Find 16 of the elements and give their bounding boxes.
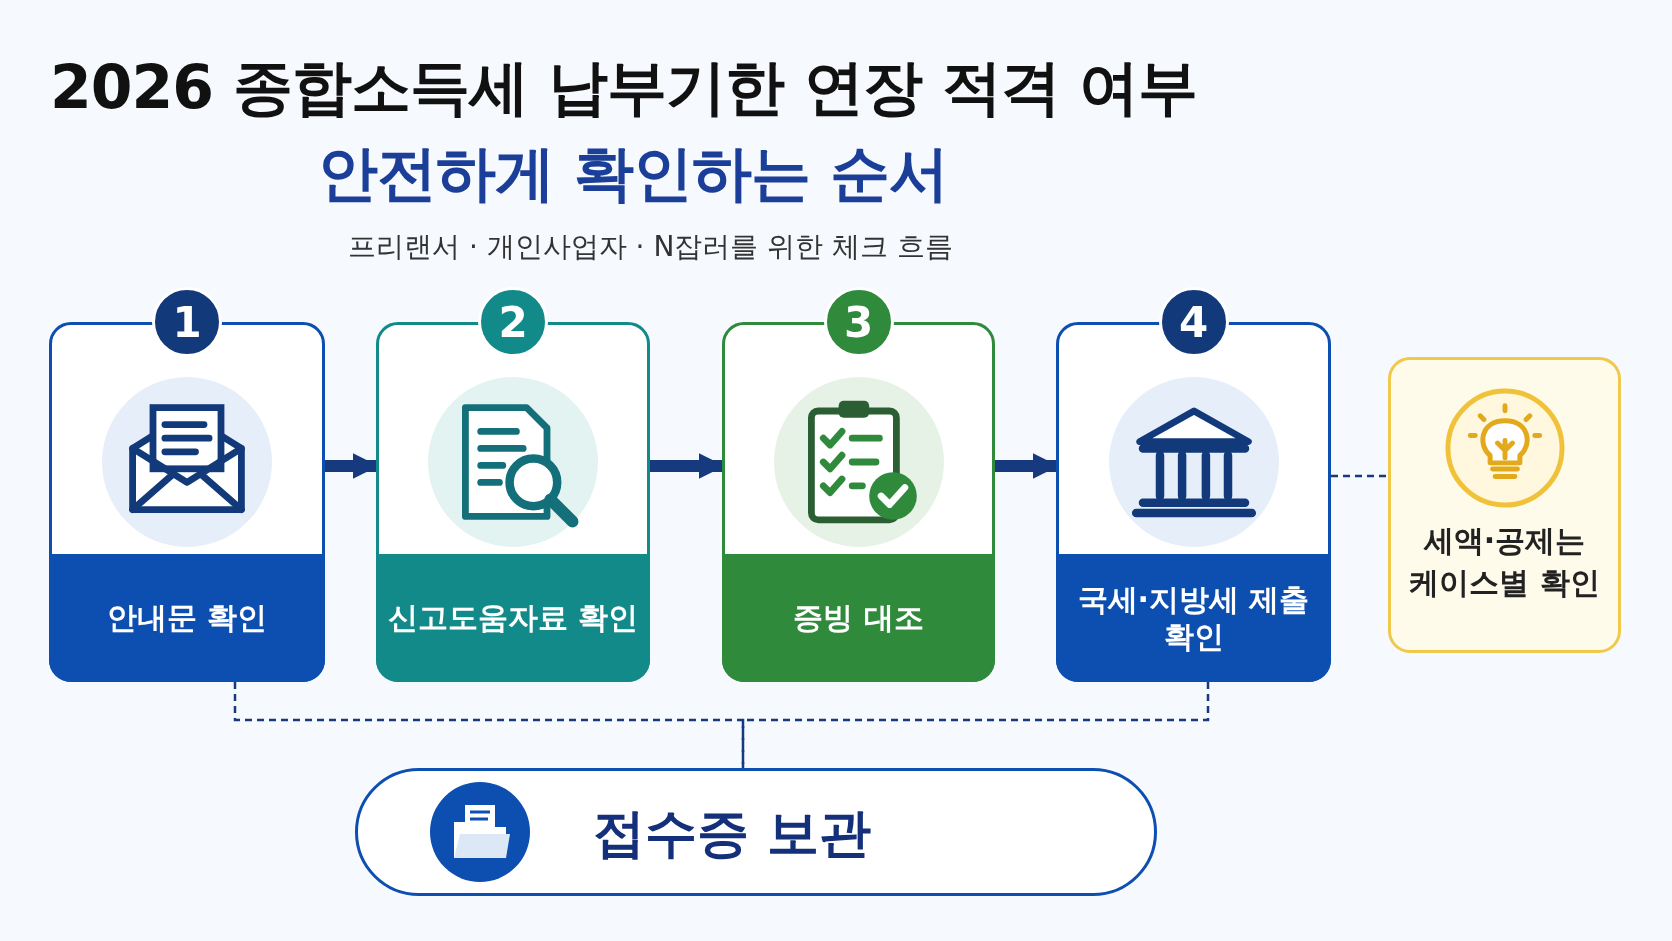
tagline: 프리랜서 · 개인사업자 · N잡러를 위한 체크 흐름 [348,229,954,265]
dashed-connector [1331,474,1388,478]
storage-label: 접수증 보관 [593,802,872,865]
tip-card [1388,357,1621,653]
step-number: 3 [823,287,894,357]
step-label: 안내문 확인 [49,554,325,682]
title: 2026 종합소득세 납부기한 연장 적격 여부 [50,51,1198,124]
step-number: 2 [478,287,548,357]
subtitle: 안전하게 확인하는 순서 [318,137,948,210]
step-number: 1 [152,287,222,357]
step-label: 증빙 대조 [722,554,995,682]
step-label: 국세·지방세 제출 확인 [1056,554,1331,682]
bracket-connector [233,682,745,768]
tip-text: 세액·공제는 케이스별 확인 [1408,522,1601,602]
step-number: 4 [1158,287,1229,357]
step-label: 신고도움자료 확인 [376,554,650,682]
